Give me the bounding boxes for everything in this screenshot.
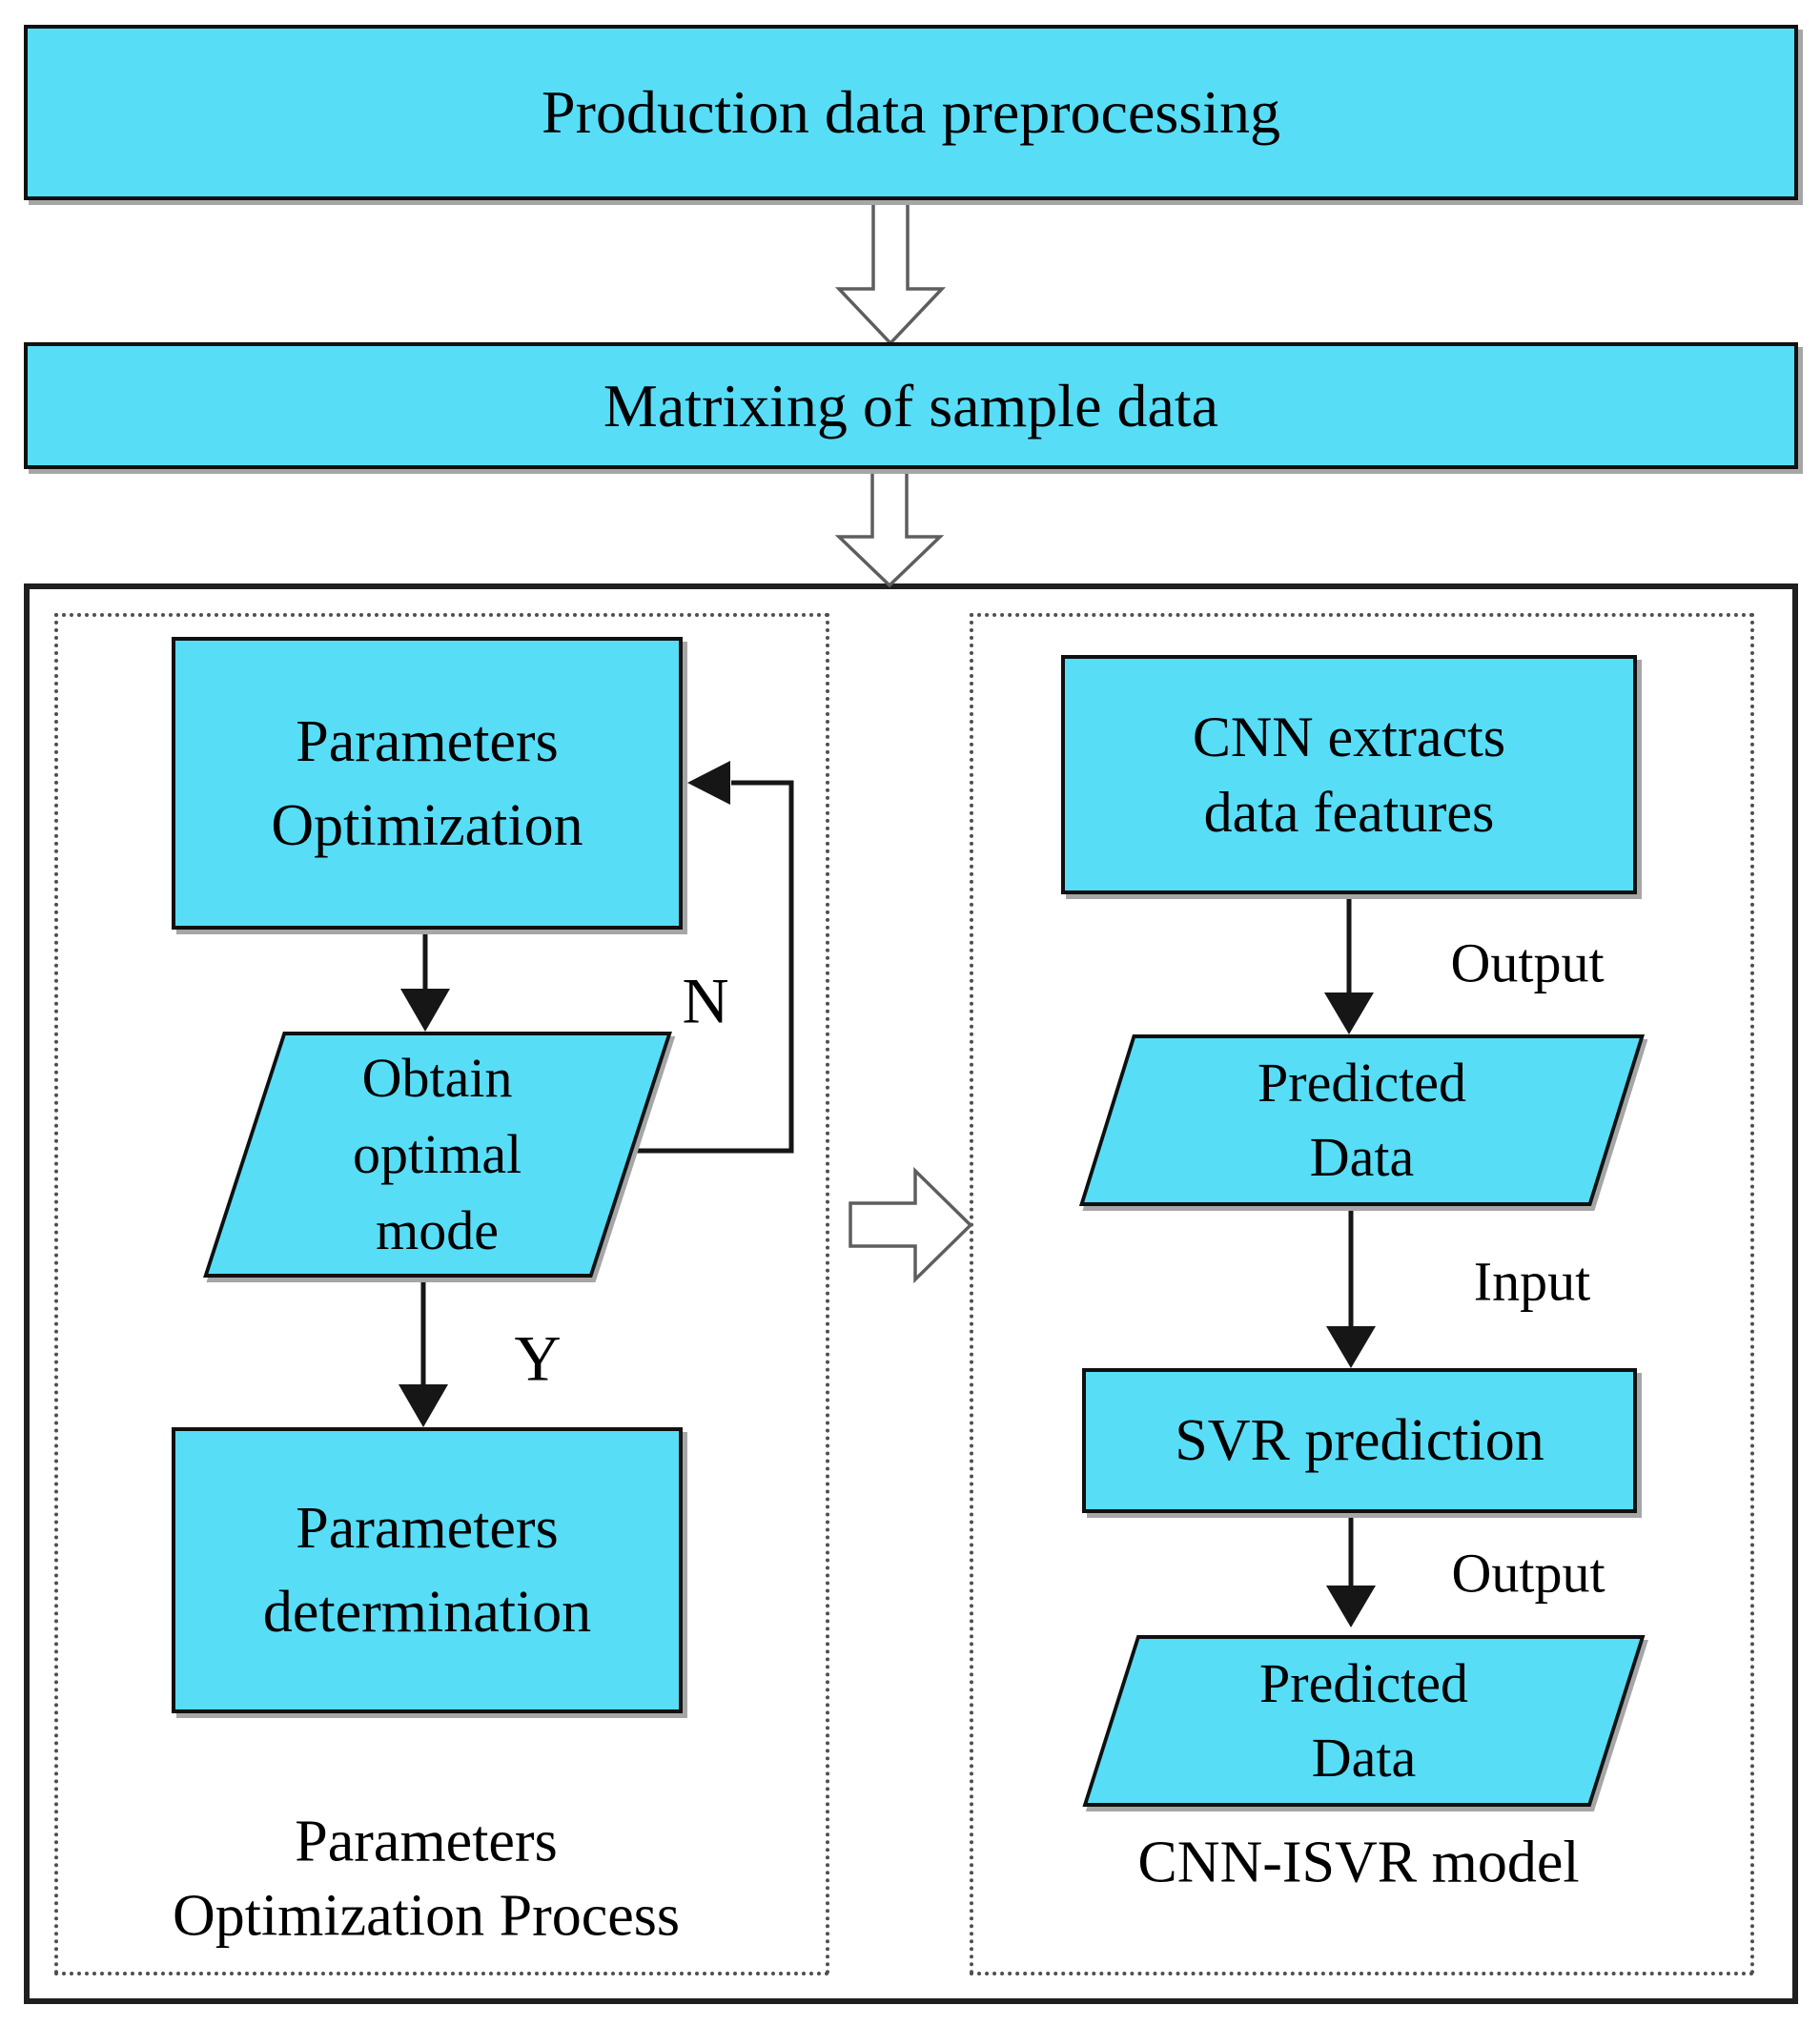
left-panel-caption-line2: Optimization Process <box>172 1883 681 1949</box>
edge-label-svr-output: Output <box>1451 1542 1605 1605</box>
branch-label-no: N <box>682 964 729 1037</box>
node-label-line: Predicted <box>1258 1652 1469 1714</box>
arrow-matrixing-to-models <box>834 469 945 588</box>
node-predicted-data-1: Predicted Data <box>1078 1034 1646 1206</box>
node-label-line: optimal <box>353 1123 522 1185</box>
node-label-line: Parameters <box>296 708 559 774</box>
node-label-line: mode <box>376 1199 500 1261</box>
node-label-line: determination <box>262 1580 592 1645</box>
node-label-line: Data <box>1309 1126 1415 1188</box>
node-label-line: CNN extracts <box>1192 705 1506 768</box>
node-label-line: data features <box>1203 780 1495 844</box>
cnn-isvr-model-panel <box>970 613 1754 1975</box>
node-label-line: Predicted <box>1257 1052 1467 1114</box>
edge-label-svr-input: Input <box>1473 1250 1591 1313</box>
branch-label-yes: Y <box>514 1321 562 1395</box>
node-obtain-optimal-mode: Obtain optimal mode <box>203 1032 672 1278</box>
parallelogram-text: Predicted Data <box>1259 1647 1468 1795</box>
parallelogram-text: Predicted Data <box>1258 1046 1466 1195</box>
node-predicted-data-2: Predicted Data <box>1082 1635 1646 1807</box>
node-parameters-determination: Parameters determination <box>172 1427 683 1713</box>
node-parameters-optimization: Parameters Optimization <box>172 637 683 930</box>
node-svr-prediction: SVR prediction <box>1082 1368 1637 1513</box>
node-cnn-extracts-data-features: CNN extracts data features <box>1061 655 1637 894</box>
node-label: Matrixing of sample data <box>603 371 1219 440</box>
right-panel-caption: CNN-ISVR model <box>1137 1830 1580 1895</box>
node-label: SVR prediction <box>1175 1407 1544 1473</box>
node-label-line: Optimization <box>271 792 583 858</box>
node-label-line: Parameters <box>296 1496 559 1561</box>
parameters-optimization-panel <box>54 613 829 1975</box>
node-label: Production data preprocessing <box>542 78 1280 146</box>
arrow-preprocessing-to-matrixing <box>834 200 947 346</box>
left-panel-caption-line1: Parameters <box>295 1809 558 1874</box>
edge-label-cnn-output: Output <box>1450 931 1605 994</box>
node-label-line: Data <box>1311 1727 1417 1789</box>
node-matrixing-of-sample-data: Matrixing of sample data <box>24 342 1798 469</box>
node-production-data-preprocessing: Production data preprocessing <box>24 25 1798 200</box>
parallelogram-text: Obtain optimal mode <box>353 1040 521 1269</box>
node-label-line: Obtain <box>362 1047 513 1109</box>
